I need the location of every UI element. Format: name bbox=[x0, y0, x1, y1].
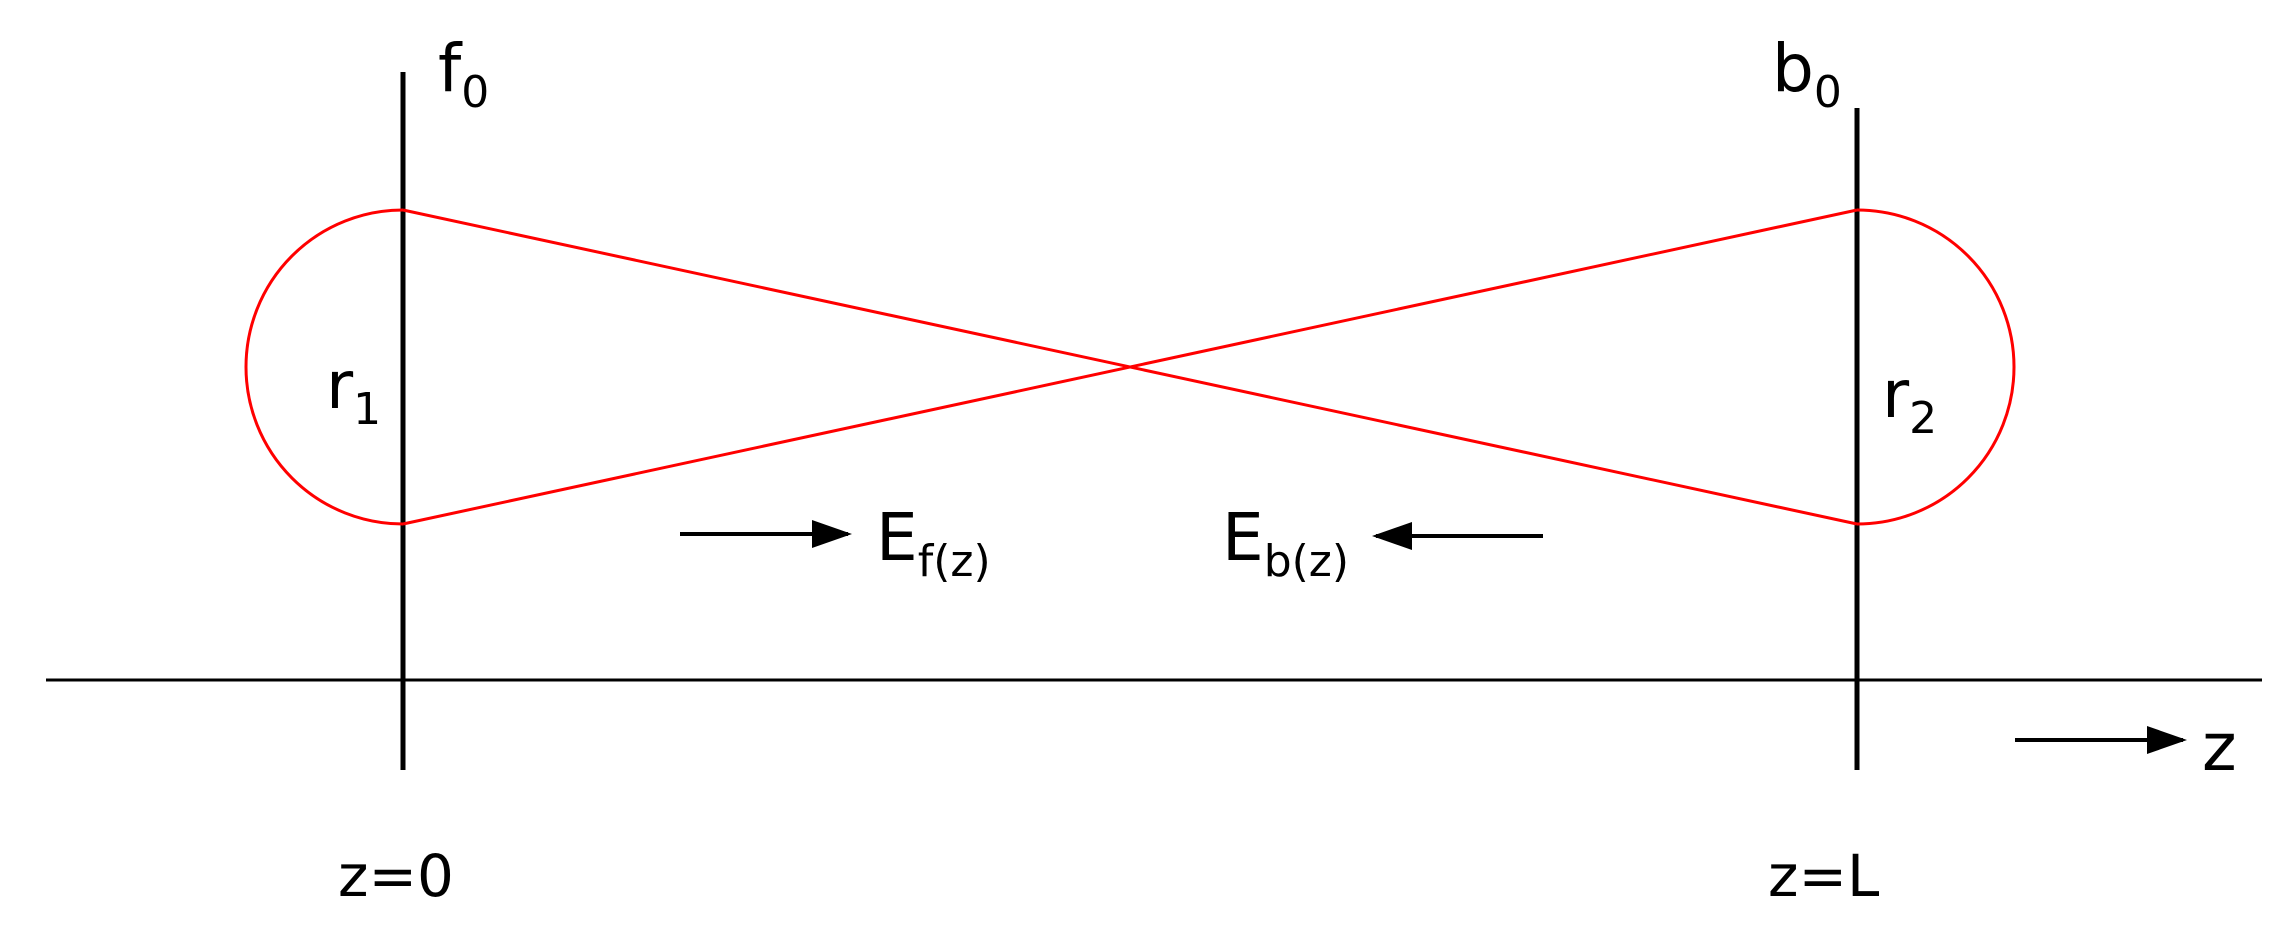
position-left-label: z=0 bbox=[338, 842, 454, 910]
field-backward-label: Eb(z) bbox=[1222, 499, 1349, 587]
left-reflection-arc bbox=[244, 208, 404, 526]
position-right-label: z=L bbox=[1768, 842, 1879, 910]
mirror-left-label: f0 bbox=[438, 30, 489, 118]
z-axis-label: z bbox=[2202, 709, 2237, 786]
right-reflection-arc bbox=[1856, 208, 2016, 526]
beam-path bbox=[244, 208, 2016, 526]
field-forward-label: Ef(z) bbox=[876, 499, 991, 587]
radius-left-label: r1 bbox=[326, 347, 381, 435]
mirror-right-label: b0 bbox=[1772, 30, 1842, 118]
beam-backward bbox=[402, 208, 1858, 526]
radius-right-label: r2 bbox=[1882, 356, 1937, 444]
